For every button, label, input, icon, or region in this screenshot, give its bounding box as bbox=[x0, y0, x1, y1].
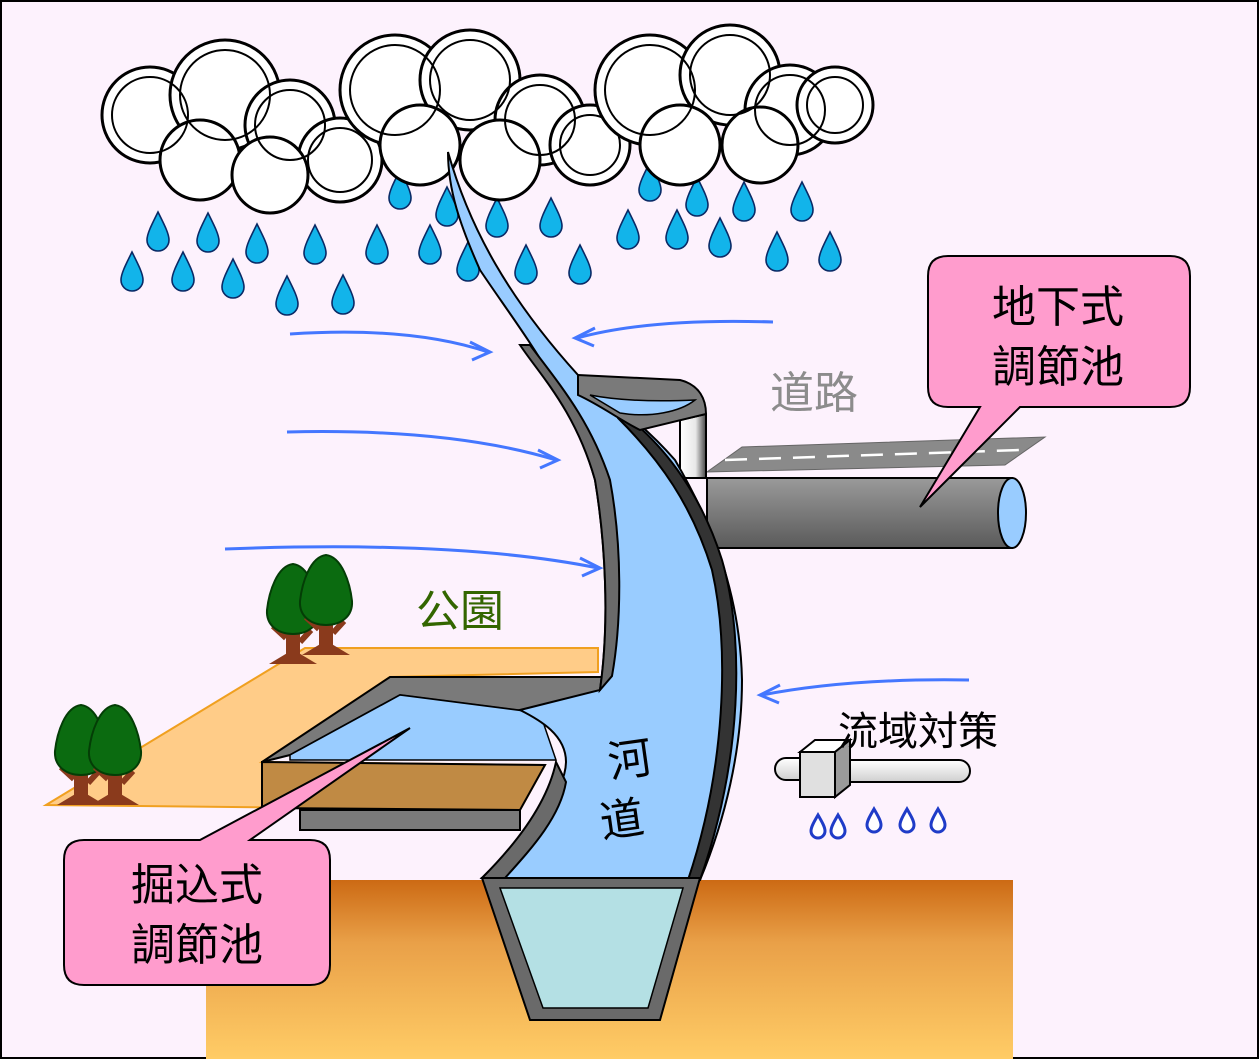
river-channel-label-line1: 河 bbox=[605, 732, 656, 789]
callout-bubble bbox=[63, 727, 411, 986]
underground-pond-label-line2: 調節池 bbox=[992, 342, 1124, 393]
cloud-icon bbox=[100, 38, 384, 215]
cloud-icon bbox=[338, 28, 632, 202]
wind-arrow-icon bbox=[224, 545, 604, 578]
pond-water bbox=[289, 694, 558, 761]
pond-base bbox=[299, 809, 521, 831]
pipe-icon bbox=[839, 759, 971, 783]
wind-arrow-icon bbox=[289, 330, 494, 362]
excavated-pond-label-line1: 掘込式 bbox=[131, 860, 263, 911]
channel-section-water bbox=[498, 887, 684, 1009]
underground-pipe bbox=[706, 477, 1013, 549]
wind-arrow-icon bbox=[286, 430, 562, 470]
river-left-bank bbox=[518, 344, 621, 694]
wind-arrow-icon bbox=[571, 319, 774, 348]
wind-arrows bbox=[224, 319, 970, 705]
excavated-pond-label-line2: 調節池 bbox=[131, 920, 263, 971]
park-label: 公園 bbox=[416, 586, 504, 637]
river-lower-left-wall bbox=[479, 758, 568, 879]
callout-bubble bbox=[919, 255, 1191, 508]
clouds bbox=[100, 23, 875, 215]
basin-measures-label: 流域対策 bbox=[838, 709, 998, 755]
bridge-water bbox=[589, 394, 698, 416]
wind-arrow-icon bbox=[756, 678, 970, 705]
excavated-pond-callout: 掘込式 調節池 bbox=[63, 727, 411, 986]
road-label: 道路 bbox=[770, 368, 858, 419]
underground-pond-label-line1: 地下式 bbox=[992, 282, 1124, 333]
bridge-pier bbox=[679, 412, 707, 479]
river-channel-label-line2: 道 bbox=[597, 792, 648, 849]
basin-measures-device bbox=[774, 737, 971, 840]
cloud-icon bbox=[593, 23, 875, 187]
pipe-opening bbox=[997, 477, 1027, 549]
underground-pond-callout: 地下式 調節池 bbox=[919, 255, 1191, 508]
